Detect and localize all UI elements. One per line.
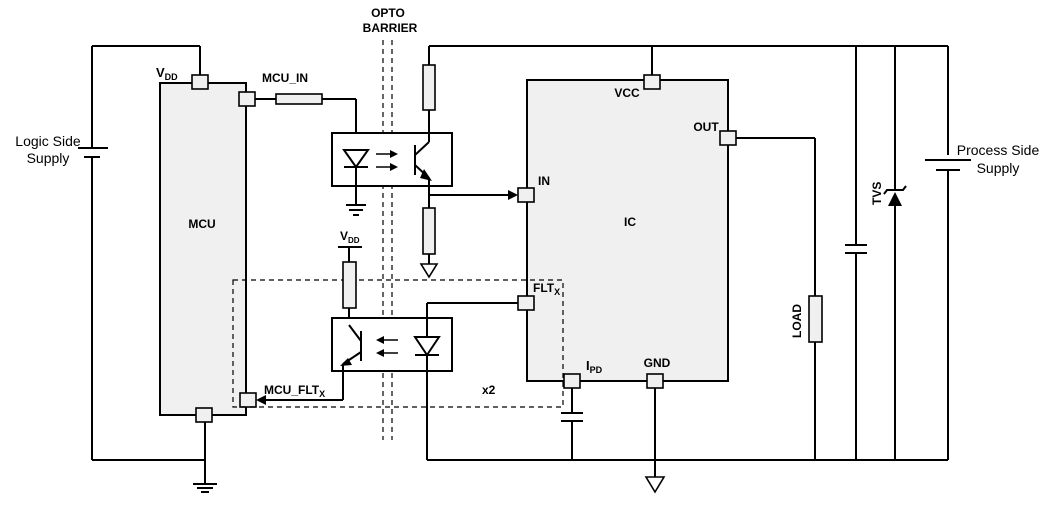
- opto-pullup-resistor: [422, 64, 436, 111]
- ic-gnd-label: GND: [644, 356, 671, 370]
- logic-supply-label-line2: Supply: [27, 150, 70, 166]
- load-net: LOAD: [736, 137, 823, 460]
- mcu-block: MCU VDD MCU_IN MCU_FLTX: [156, 65, 325, 423]
- opto-barrier-label-line2: BARRIER: [363, 21, 418, 35]
- fault-optocoupler: [256, 303, 453, 460]
- ic-label: IC: [624, 215, 636, 229]
- process-supply-label-line2: Supply: [977, 160, 1020, 176]
- ic-ground-symbol: [644, 476, 666, 494]
- logic-side-supply: Logic Side Supply: [15, 45, 205, 461]
- input-resistor: [275, 93, 323, 105]
- opto-barrier: OPTO BARRIER: [363, 6, 418, 440]
- mcu-vdd-label: VDD: [156, 65, 178, 82]
- ic-ipd-pin: [563, 373, 581, 389]
- multiplier-label: x2: [482, 383, 496, 397]
- mcu-in-label: MCU_IN: [262, 71, 308, 85]
- ic-out-label: OUT: [693, 120, 719, 134]
- emitter-resistor: [422, 207, 436, 255]
- ic-vcc-pin: [643, 74, 661, 90]
- top-optocoupler: [331, 110, 453, 208]
- bulk-capacitor: [845, 46, 867, 460]
- mcu-gnd-pin: [195, 407, 213, 423]
- tvs-label: TVS: [870, 182, 884, 205]
- mcu-ground: [193, 418, 217, 493]
- logic-supply-label-line1: Logic Side: [15, 133, 81, 149]
- ic-ground: [644, 388, 666, 494]
- ic-in-label: IN: [538, 174, 550, 188]
- fault-pullup-resistor: [342, 261, 357, 309]
- load-label: LOAD: [790, 304, 804, 338]
- process-rails: [427, 45, 949, 461]
- ic-flt-label: FLTX: [533, 281, 560, 297]
- ic-gnd-pin: [646, 373, 664, 389]
- ipd-capacitor: [561, 388, 583, 460]
- mcu-label: MCU: [188, 217, 215, 231]
- ic-vcc-label: VCC: [614, 86, 640, 100]
- process-side-supply: Process Side Supply: [925, 142, 1039, 176]
- mcu-flt-label: MCU_FLTX: [264, 383, 325, 399]
- ic-out-pin: [719, 130, 737, 146]
- fault-opto-vdd: VDD: [338, 229, 362, 325]
- opto-barrier-label-line1: OPTO: [371, 6, 405, 20]
- ic-flt-pin: [517, 295, 535, 311]
- ic-in-net: [419, 190, 518, 279]
- opto-vdd-label: VDD: [340, 229, 360, 245]
- tvs-diode: TVS: [870, 46, 907, 460]
- ic-ipd-label: IPD: [586, 358, 603, 375]
- process-supply-label-line1: Process Side: [957, 142, 1040, 158]
- ic-in-pin: [517, 187, 535, 203]
- mcu-in-pin: [238, 91, 256, 107]
- led-ground: [346, 204, 366, 216]
- emitter-ground-symbol: [419, 263, 439, 279]
- load-resistor: [808, 295, 823, 343]
- mcu-vdd-pin: [191, 74, 209, 90]
- mcu-flt-pin: [239, 392, 257, 408]
- ic-block: IC VCC OUT IN FLTX IPD GND: [517, 74, 737, 389]
- fault-channel-x2-boundary: [232, 279, 564, 408]
